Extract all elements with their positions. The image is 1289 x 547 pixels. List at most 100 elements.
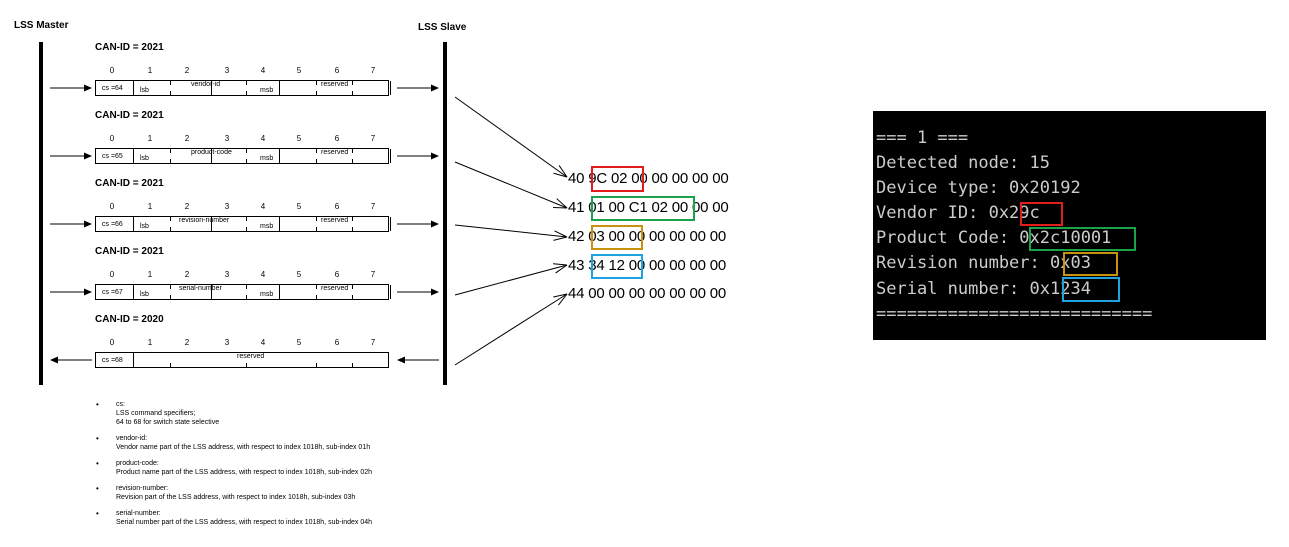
reserved-label: reserved (321, 285, 349, 292)
product-code-bytes-highlight (591, 196, 695, 221)
frame-divider (133, 353, 134, 367)
lsb-label: lsb (140, 223, 149, 230)
byte-index-label: 1 (147, 338, 153, 347)
frame-tick (352, 81, 353, 85)
legend-bullet: • (96, 400, 99, 409)
byte-row-41: 41 01 00 C1 02 00 00 00 (568, 199, 729, 216)
frame-tick (246, 295, 247, 299)
frame-tick (170, 91, 171, 95)
lss-slave-title: LSS Slave (418, 22, 467, 33)
msb-label: msb (260, 291, 274, 298)
frame-tick (352, 217, 353, 221)
legend-text: cs:LSS command specifiers;64 to 68 for s… (116, 400, 219, 427)
field-name: revision-number (179, 217, 230, 224)
legend-term: product-code: (116, 460, 159, 467)
byte-index-label: 5 (296, 338, 302, 347)
outgoing-arrow-head (84, 220, 92, 228)
byte-index-label: 7 (370, 270, 376, 279)
frame-tick (246, 159, 247, 163)
msb-label: msb (260, 87, 274, 94)
byte-index-label: 3 (224, 202, 230, 211)
frame-divider (390, 217, 391, 231)
legend-item: •vendor-id:Vendor name part of the LSS a… (96, 434, 516, 464)
cs-field: cs =68 (102, 357, 123, 364)
mapping-arrow-line (454, 293, 568, 366)
legend-item: • cs:LSS command specifiers;64 to 68 for … (96, 400, 516, 430)
mapping-arrow-head (556, 198, 568, 209)
byte-index-label: 6 (334, 66, 340, 75)
reserved-label: reserved (237, 353, 265, 360)
can-id-label: CAN-ID = 2021 (95, 110, 164, 121)
frame-tick (316, 149, 317, 153)
byte-index-label: 7 (370, 338, 376, 347)
byte-index-label: 7 (370, 66, 376, 75)
mapping-arrow-head (553, 236, 568, 241)
frame-tick (352, 295, 353, 299)
frame-tick (246, 227, 247, 231)
can-id-label: CAN-ID = 2021 (95, 246, 164, 257)
byte-index-label: 2 (184, 134, 190, 143)
byte-index-label: 1 (147, 202, 153, 211)
cs-field: cs =66 (102, 221, 123, 228)
frame-tick (316, 91, 317, 95)
byte-index-label: 0 (109, 270, 115, 279)
byte-index-label: 3 (224, 134, 230, 143)
frame-tick (316, 81, 317, 85)
mapping-arrow-line (454, 224, 568, 238)
frame-tick (352, 91, 353, 95)
terminal-line: Vendor ID: 0x29c (876, 203, 1040, 223)
frame-tick (246, 149, 247, 153)
legend-text: revision-number:Revision part of the LSS… (116, 484, 355, 502)
byte-index-label: 2 (184, 202, 190, 211)
msb-label: msb (260, 223, 274, 230)
terminal-window: === 1 === Detected node: 15 Device type:… (873, 111, 1266, 340)
byte-index-label: 7 (370, 202, 376, 211)
lsb-label: lsb (140, 155, 149, 162)
frame-tick (316, 159, 317, 163)
mapping-arrow-head (558, 293, 568, 306)
byte-index-label: 1 (147, 134, 153, 143)
byte-index-label: 0 (109, 134, 115, 143)
mapping-arrow-line (454, 161, 568, 209)
frame-divider (211, 149, 212, 163)
mapping-arrow-head (553, 172, 568, 178)
vendor-id-bytes-highlight (591, 166, 644, 192)
response-arrow-head (50, 356, 58, 364)
byte-index-label: 3 (224, 338, 230, 347)
legend-description: Vendor name part of the LSS address, wit… (116, 444, 371, 451)
frame-divider (390, 149, 391, 163)
byte-index-label: 5 (296, 270, 302, 279)
mapping-arrow-head (553, 263, 568, 266)
byte-row-40: 40 9C 02 00 00 00 00 00 (568, 170, 729, 187)
legend-term: serial-number: (116, 510, 161, 517)
frame-divider (279, 81, 280, 95)
frame-divider (211, 81, 212, 95)
legend-description: Product name part of the LSS address, wi… (116, 469, 373, 476)
frame-divider (133, 285, 134, 299)
byte-index-label: 5 (296, 134, 302, 143)
legend-item: •product-code:Product name part of the L… (96, 459, 516, 489)
legend-bullet: • (96, 509, 99, 518)
frame-divider (390, 285, 391, 299)
field-name: vendor-id (191, 81, 221, 88)
lsb-label: lsb (140, 291, 149, 298)
byte-index-label: 0 (109, 202, 115, 211)
cs-field: cs =65 (102, 153, 123, 160)
field-name: serial-number (179, 285, 222, 292)
frame-tick (352, 227, 353, 231)
mapping-arrow-line (454, 96, 568, 178)
byte-index-label: 5 (296, 66, 302, 75)
legend-bullet: • (96, 434, 99, 443)
frame-tick (170, 81, 171, 85)
product-code-value-highlight (1029, 227, 1136, 251)
terminal-line: Serial number: 0x1234 (876, 279, 1091, 299)
serial-value-highlight (1062, 277, 1120, 302)
legend-bullet: • (96, 484, 99, 493)
byte-index-label: 4 (260, 66, 266, 75)
byte-index-label: 0 (109, 66, 115, 75)
frame-tick (246, 91, 247, 95)
frame-divider (211, 285, 212, 299)
outgoing-arrow-head (431, 220, 439, 228)
